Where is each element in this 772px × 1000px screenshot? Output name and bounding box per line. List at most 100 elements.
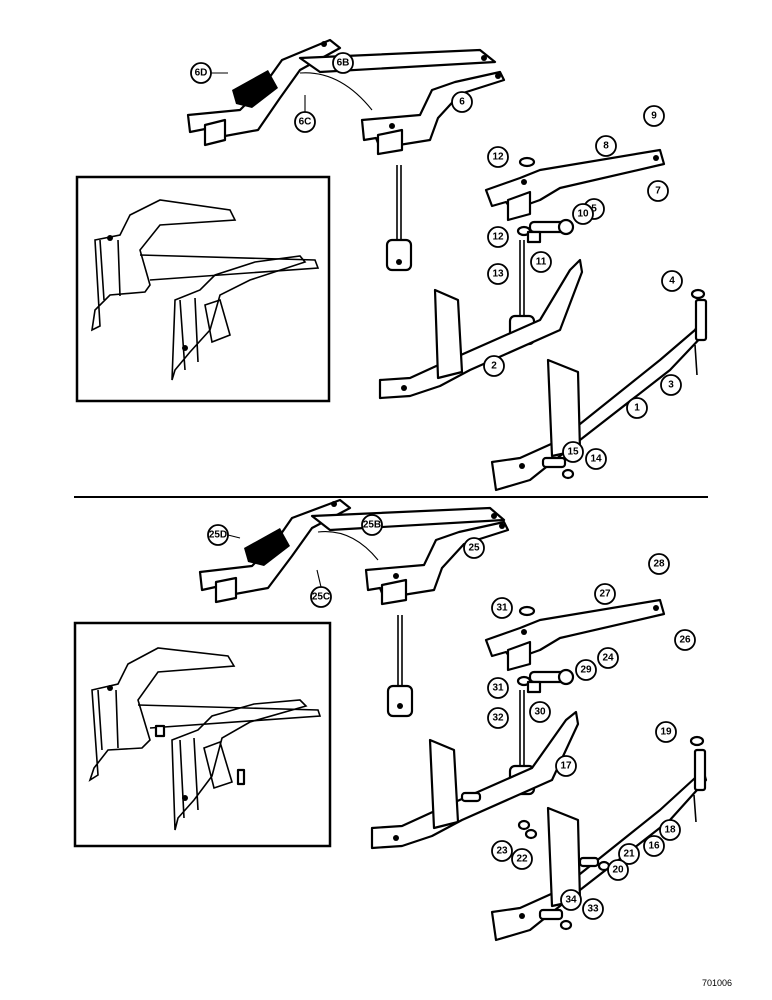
callout-9: 9 [643, 105, 665, 127]
svg-text:18: 18 [664, 825, 676, 836]
svg-text:25: 25 [468, 543, 480, 554]
svg-text:26: 26 [679, 635, 691, 646]
svg-text:6D: 6D [195, 68, 208, 79]
callout-34: 34 [560, 889, 582, 911]
callout-19: 19 [655, 721, 677, 743]
part-arm-25b [198, 498, 506, 604]
callout-15: 15 [562, 441, 584, 463]
callout-25: 25 [463, 537, 485, 559]
callout-17: 17 [555, 755, 577, 777]
svg-text:5: 5 [591, 204, 597, 215]
svg-text:33: 33 [587, 904, 599, 915]
svg-text:6: 6 [459, 97, 465, 108]
inset-top [75, 175, 331, 403]
svg-text:30: 30 [534, 707, 546, 718]
figure-code: 701006 [701, 978, 732, 988]
inset-bottom [73, 621, 332, 848]
svg-text:23: 23 [496, 846, 508, 857]
svg-text:25B: 25B [363, 520, 381, 531]
bolt-10 [528, 218, 575, 236]
part-24 [484, 598, 666, 672]
svg-text:21: 21 [623, 849, 635, 860]
svg-text:28: 28 [653, 559, 665, 570]
callout-21: 21 [618, 843, 640, 865]
svg-text:29: 29 [580, 665, 592, 676]
svg-text:22: 22 [516, 854, 528, 865]
part-17 [370, 710, 580, 850]
callout-22: 22 [511, 848, 533, 870]
callout-31-b: 31 [487, 677, 509, 699]
callout-27: 27 [594, 583, 616, 605]
bottom-assembly: 25D 25B 25C 25 28 31 27 26 24 29 31 30 3… [73, 498, 708, 942]
callout-6c: 6C [294, 111, 316, 133]
svg-text:9: 9 [651, 111, 657, 122]
callout-20: 20 [607, 859, 629, 881]
callout-12-a: 12 [487, 146, 509, 168]
svg-text:31: 31 [496, 603, 508, 614]
callout-25b: 25B [361, 514, 383, 536]
callout-25c: 25C [310, 586, 332, 608]
part-25 [364, 520, 510, 606]
callout-1: 1 [626, 397, 648, 419]
svg-text:16: 16 [648, 841, 660, 852]
svg-text:4: 4 [669, 276, 675, 287]
svg-text:34: 34 [565, 895, 577, 906]
svg-text:32: 32 [492, 713, 504, 724]
callout-16: 16 [643, 835, 665, 857]
callout-26: 26 [674, 629, 696, 651]
bolt-29 [528, 668, 575, 686]
callout-6d: 6D [190, 62, 212, 84]
svg-text:3: 3 [668, 380, 674, 391]
callout-18: 18 [659, 819, 681, 841]
part-1 [490, 288, 708, 492]
svg-text:7: 7 [655, 186, 661, 197]
svg-text:6C: 6C [299, 117, 312, 128]
svg-text:27: 27 [599, 589, 611, 600]
svg-text:6B: 6B [337, 58, 350, 69]
callout-23: 23 [491, 840, 513, 862]
svg-text:12: 12 [492, 232, 504, 243]
callout-30: 30 [529, 701, 551, 723]
svg-text:25D: 25D [209, 530, 227, 541]
svg-text:12: 12 [492, 152, 504, 163]
svg-text:31: 31 [492, 683, 504, 694]
callout-33: 33 [582, 898, 604, 920]
part-6 [360, 70, 506, 156]
part-2 [378, 258, 584, 400]
callout-14: 14 [585, 448, 607, 470]
svg-text:10: 10 [577, 209, 589, 220]
svg-text:11: 11 [536, 257, 547, 268]
callout-10: 10 [572, 203, 594, 225]
callout-29: 29 [575, 659, 597, 681]
callout-4: 4 [661, 270, 683, 292]
callout-24: 24 [597, 647, 619, 669]
callout-11: 11 [530, 251, 552, 273]
svg-text:25C: 25C [312, 592, 330, 603]
callout-31-a: 31 [491, 597, 513, 619]
svg-text:14: 14 [590, 454, 602, 465]
callout-25d: 25D [207, 524, 229, 546]
callout-28: 28 [648, 553, 670, 575]
rod-upper [385, 165, 413, 272]
svg-text:17: 17 [560, 761, 572, 772]
callout-2: 2 [483, 355, 505, 377]
callout-32: 32 [487, 707, 509, 729]
part-5 [484, 148, 666, 222]
callout-3: 3 [660, 374, 682, 396]
svg-text:20: 20 [612, 865, 624, 876]
callout-6: 6 [451, 91, 473, 113]
part-16 [490, 735, 708, 942]
svg-text:8: 8 [603, 141, 609, 152]
svg-text:15: 15 [567, 447, 579, 458]
svg-text:19: 19 [660, 727, 672, 738]
svg-text:13: 13 [492, 269, 504, 280]
callout-13: 13 [487, 263, 509, 285]
svg-text:2: 2 [491, 361, 497, 372]
callout-8: 8 [595, 135, 617, 157]
rod-upper-b [386, 615, 414, 718]
callout-7: 7 [647, 180, 669, 202]
svg-text:1: 1 [634, 403, 640, 414]
callout-6b: 6B [332, 52, 354, 74]
callout-12-b: 12 [487, 226, 509, 248]
